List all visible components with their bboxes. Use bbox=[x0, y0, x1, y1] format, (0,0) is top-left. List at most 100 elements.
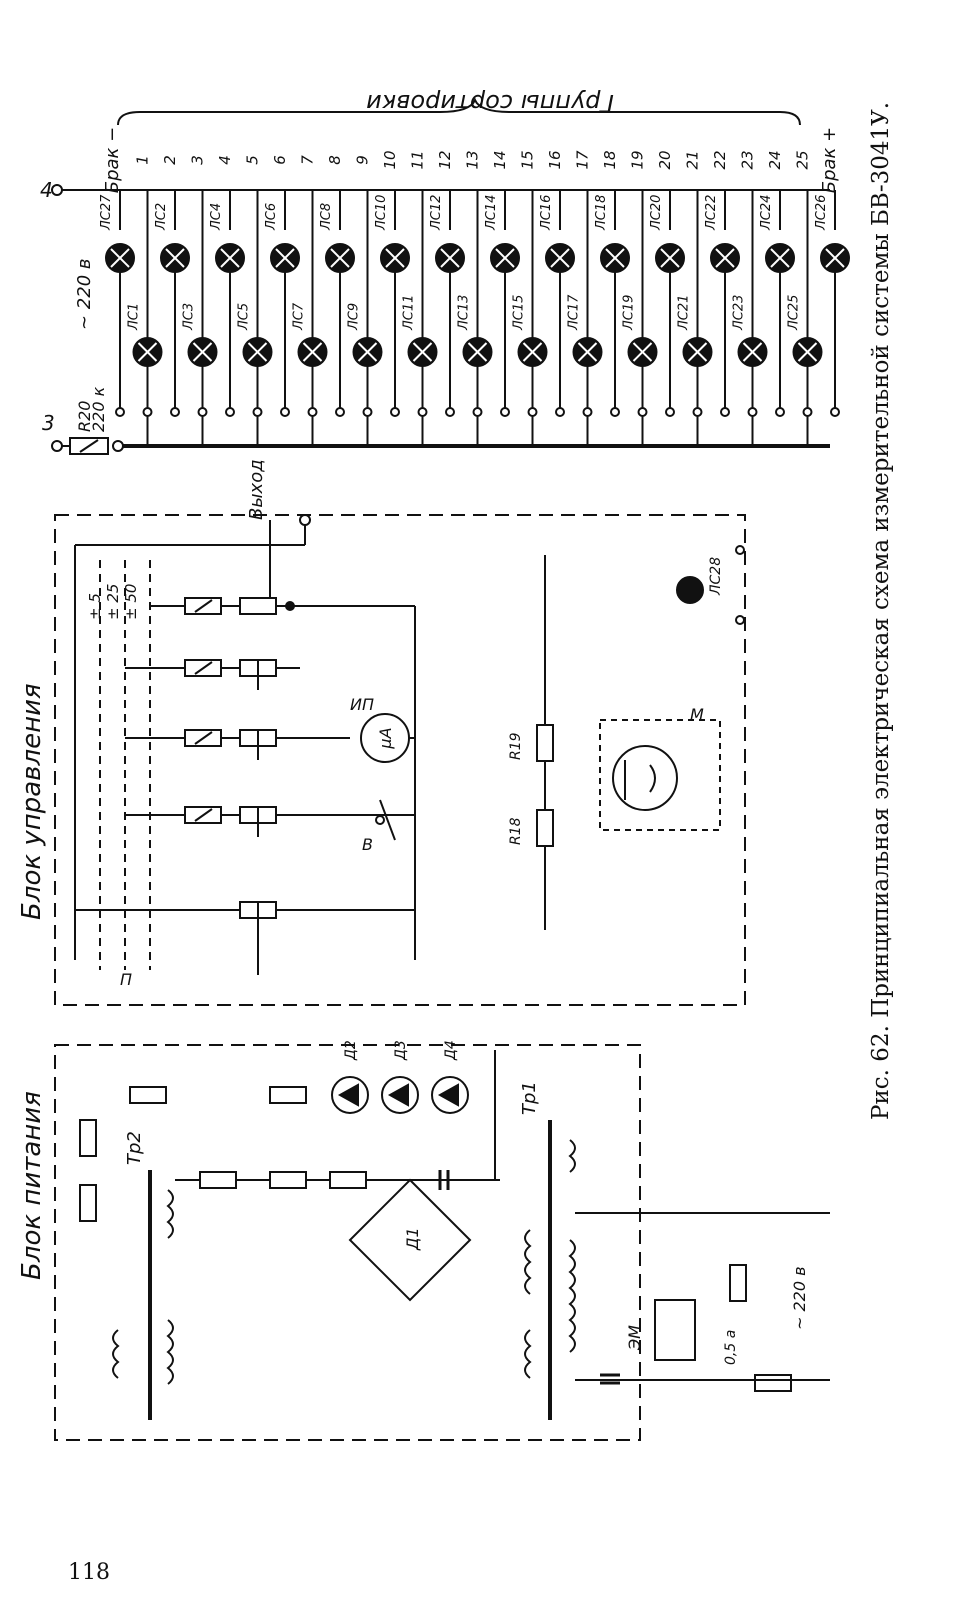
svg-text:± 5: ± 5 bbox=[86, 593, 104, 620]
lamp-terminal bbox=[582, 407, 593, 417]
lamp-columns: ЛС27ЛС1ЛС2ЛС3ЛС4ЛС5ЛС6ЛС7ЛС8ЛС9ЛС10ЛС11Л… bbox=[99, 190, 850, 446]
motor-m bbox=[612, 745, 678, 811]
terminal-4-label: 4 bbox=[40, 178, 53, 202]
lamp-cross bbox=[220, 248, 240, 268]
lamp-cross bbox=[302, 342, 323, 362]
lamp-label: ЛС21 bbox=[677, 295, 692, 331]
lamp-label: ЛС9 bbox=[347, 303, 362, 331]
lamp-terminal bbox=[197, 407, 208, 417]
resistor-r19 bbox=[536, 724, 554, 762]
lamp-cross bbox=[440, 248, 460, 268]
switch-p-left-label: П bbox=[120, 970, 132, 989]
lamp-cross bbox=[467, 342, 488, 362]
lamp-cross bbox=[385, 248, 405, 268]
lamp-label: ЛС12 bbox=[429, 195, 444, 231]
lamp-terminal bbox=[115, 407, 125, 417]
lamp-terminal bbox=[445, 407, 455, 417]
lamp-terminal bbox=[527, 407, 538, 417]
lamp-terminal bbox=[170, 407, 180, 417]
lamp-cross bbox=[192, 342, 213, 362]
control-block: Блок управления Выход bbox=[17, 459, 746, 1006]
tr1-winding-2-3 bbox=[568, 1139, 576, 1173]
lamp-label: ЛС7 bbox=[292, 302, 307, 331]
svg-text:R18: R18 bbox=[508, 817, 524, 845]
lamp-cross bbox=[275, 248, 295, 268]
lamp-terminal bbox=[692, 407, 703, 417]
lamp-label: ЛС23 bbox=[732, 295, 747, 331]
lamp-cross bbox=[110, 248, 130, 268]
resistor-r1 bbox=[729, 1264, 747, 1302]
group-number: 9 bbox=[354, 155, 372, 165]
resistor-r20-label: R20 bbox=[75, 401, 94, 432]
tr1-primary bbox=[568, 1239, 576, 1353]
page-number: 118 bbox=[68, 1560, 110, 1585]
lamp-label: ЛС19 bbox=[622, 295, 637, 331]
lamp-terminal bbox=[500, 407, 510, 417]
lamp-label: ЛС6 bbox=[264, 203, 279, 231]
meter-name: ИП bbox=[350, 695, 374, 714]
lamp-terminal bbox=[417, 407, 428, 417]
terminal-4 bbox=[51, 184, 63, 196]
group-number: 23 bbox=[739, 150, 757, 169]
resistor-r13 bbox=[239, 597, 277, 615]
range-resistor-rows bbox=[75, 597, 415, 975]
lamp-label: ЛС3 bbox=[182, 303, 197, 331]
lamp-terminal bbox=[280, 407, 290, 417]
terminal-3-lamps bbox=[51, 440, 63, 452]
control-block-title: Блок управления bbox=[17, 683, 47, 920]
lamp-terminal bbox=[142, 407, 153, 417]
lamp-label: ЛС11 bbox=[402, 295, 417, 331]
tr2-winding-13 bbox=[166, 1319, 174, 1385]
group-number: 8 bbox=[326, 155, 344, 165]
svg-text:Д3: Д3 bbox=[393, 1040, 409, 1061]
resistor-r8 bbox=[79, 1119, 97, 1157]
svg-text:Тр2: Тр2 bbox=[124, 1131, 145, 1165]
relay-em bbox=[654, 1299, 696, 1361]
group-number: 25 bbox=[794, 150, 812, 169]
tr1-winding-7-5 bbox=[524, 1329, 532, 1379]
lamp-terminal bbox=[335, 407, 345, 417]
lamp-cross bbox=[137, 342, 158, 362]
svg-text:R19: R19 bbox=[508, 732, 524, 760]
power-block-title: Блок питания bbox=[17, 1091, 47, 1280]
lamp-label: ЛС13 bbox=[457, 295, 472, 331]
lamp-label: ЛС20 bbox=[649, 195, 664, 231]
lamp-label: ЛС15 bbox=[512, 295, 527, 331]
switch-b bbox=[379, 799, 396, 841]
tr2-winding-220 bbox=[112, 1329, 120, 1379]
resistor-r3 bbox=[269, 1171, 307, 1189]
lamp-cross bbox=[797, 342, 818, 362]
lamp-terminal bbox=[775, 407, 785, 417]
lamp-terminal bbox=[747, 407, 758, 417]
lamp-cross bbox=[247, 342, 268, 362]
svg-text:~ 220 в: ~ 220 в bbox=[790, 1266, 809, 1330]
lamp-cross bbox=[715, 248, 735, 268]
group-number: 16 bbox=[546, 150, 564, 169]
terminal-3-label: 3 bbox=[42, 411, 55, 435]
group-number: 7 bbox=[299, 155, 317, 165]
resistor-r5 bbox=[199, 1171, 237, 1189]
sort-groups-brace bbox=[117, 97, 801, 126]
group-number: 1 bbox=[134, 155, 152, 165]
lamp-cross bbox=[605, 248, 625, 268]
svg-text:0,5 а: 0,5 а bbox=[723, 1330, 739, 1365]
group-number: 22 bbox=[711, 150, 729, 169]
svg-text:± 50: ± 50 bbox=[122, 584, 140, 620]
range-labels: ± 5 ± 25 ± 50 bbox=[86, 584, 140, 620]
group-number: 13 bbox=[464, 150, 482, 169]
switch-b-label: В bbox=[362, 835, 373, 854]
lamp-cross bbox=[412, 342, 433, 362]
lamp-terminal bbox=[802, 407, 813, 417]
lamp-cross bbox=[357, 342, 378, 362]
group-number: 14 bbox=[491, 150, 509, 169]
resistor-r2 bbox=[329, 1171, 367, 1189]
group-number: 21 bbox=[684, 150, 702, 169]
svg-text:Д1: Д1 bbox=[403, 1227, 422, 1251]
resistor-r7 bbox=[79, 1184, 97, 1222]
svg-text:ЛС28: ЛС28 bbox=[708, 557, 724, 596]
lamp-cross bbox=[660, 248, 680, 268]
tr2-winding-7 bbox=[166, 1189, 174, 1239]
svg-text:Д2: Д2 bbox=[343, 1040, 359, 1061]
lamp-label: ЛС26 bbox=[814, 195, 829, 231]
lamp-label: ЛС2 bbox=[154, 203, 169, 231]
